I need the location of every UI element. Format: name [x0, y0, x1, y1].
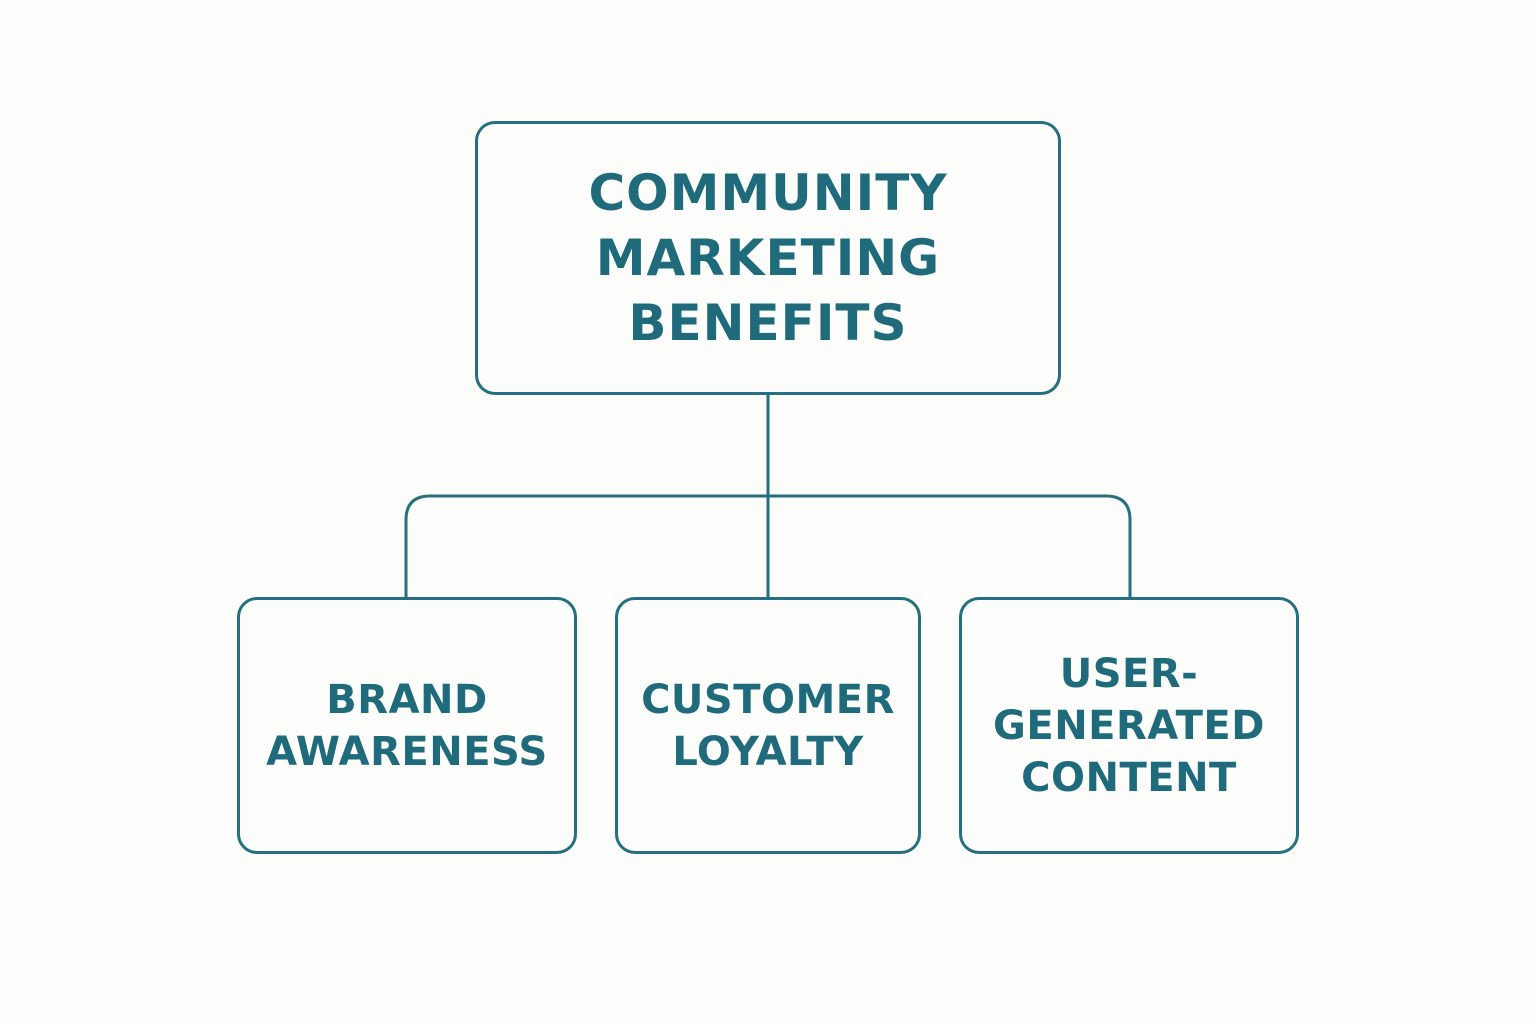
root-line-1: COMMUNITY	[588, 163, 948, 222]
root-node-label: COMMUNITY MARKETING BENEFITS	[588, 161, 947, 356]
child-3-line-3: CONTENT	[1021, 754, 1237, 801]
root-line-3: BENEFITS	[628, 293, 908, 352]
child-3-line-1: USER-	[1059, 650, 1199, 697]
child-3-line-2: GENERATED	[993, 702, 1265, 749]
child-node-label: USER- GENERATED CONTENT	[993, 648, 1265, 804]
connector-horizontal-bar	[404, 494, 1132, 597]
root-node-community-marketing-benefits: COMMUNITY MARKETING BENEFITS	[475, 121, 1061, 395]
child-node-brand-awareness: BRAND AWARENESS	[237, 597, 577, 854]
child-node-customer-loyalty: CUSTOMER LOYALTY	[615, 597, 921, 854]
child-node-user-generated-content: USER- GENERATED CONTENT	[959, 597, 1299, 854]
child-2-line-2: LOYALTY	[672, 728, 864, 775]
child-1-line-2: AWARENESS	[266, 728, 548, 775]
child-1-line-1: BRAND	[326, 676, 488, 723]
child-2-line-1: CUSTOMER	[641, 676, 895, 723]
child-node-label: BRAND AWARENESS	[266, 674, 548, 778]
root-line-2: MARKETING	[595, 228, 941, 287]
child-node-label: CUSTOMER LOYALTY	[641, 674, 895, 778]
